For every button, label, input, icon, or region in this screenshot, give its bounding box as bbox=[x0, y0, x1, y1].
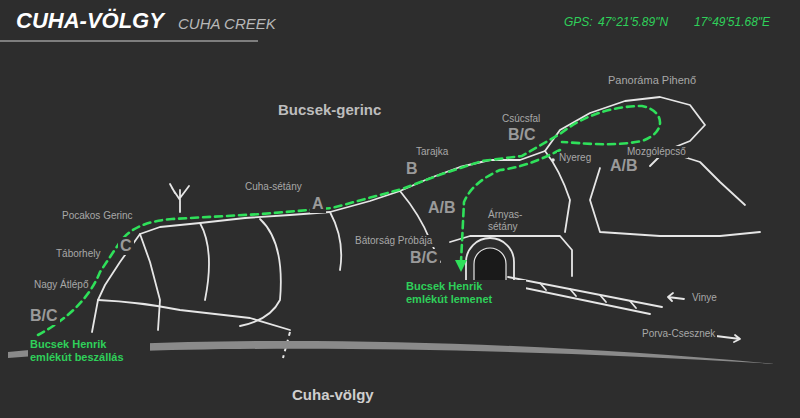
route-grade: B/C bbox=[506, 126, 538, 144]
place-name: Panoráma Pihenő bbox=[606, 74, 698, 87]
route-name: Cuha-sétány bbox=[243, 181, 304, 193]
route-name: Mozgólépcső bbox=[625, 146, 688, 158]
valley-name: Cuha-völgy bbox=[290, 386, 376, 403]
route-note: Bucsek Henrik emlékút lemenet bbox=[404, 280, 526, 305]
place-name: Nyereg bbox=[557, 152, 593, 164]
route-name: Nagy Átlépő bbox=[32, 279, 90, 291]
direction-label: Vinye bbox=[690, 292, 719, 304]
route-grade: B/C bbox=[408, 249, 440, 267]
gps-label: GPS: bbox=[562, 16, 595, 30]
map-title: CUHA-VÖLGY bbox=[14, 8, 166, 33]
route-note: Bucsek Henrik emlékút beszállás bbox=[28, 338, 150, 363]
subtitle: CUHA CREEK bbox=[176, 15, 278, 32]
direction-label: Porva-Csesznek bbox=[640, 328, 717, 340]
route-name: Tarajka bbox=[414, 146, 450, 158]
route-name: Árnyas-sétány bbox=[486, 209, 536, 232]
route-name: Csúcsfal bbox=[500, 113, 542, 125]
route-grade: B/C bbox=[28, 307, 60, 325]
route-grade: A/B bbox=[426, 199, 458, 217]
route-name: Pocakos Gerinc bbox=[60, 210, 135, 222]
route-grade: C bbox=[118, 237, 134, 255]
route-grade: B bbox=[404, 160, 420, 178]
ridge-name: Bucsek-gerinc bbox=[276, 101, 383, 118]
gps-coordinate: 17°49'51.68"E bbox=[692, 16, 772, 30]
route-grade: A/B bbox=[608, 157, 640, 175]
gps-coordinate: 47°21'5.89"N bbox=[596, 16, 670, 30]
route-name: Bátorság Próbája bbox=[353, 235, 434, 247]
route-grade: A bbox=[310, 195, 326, 213]
route-name: Táborhely bbox=[54, 248, 102, 260]
